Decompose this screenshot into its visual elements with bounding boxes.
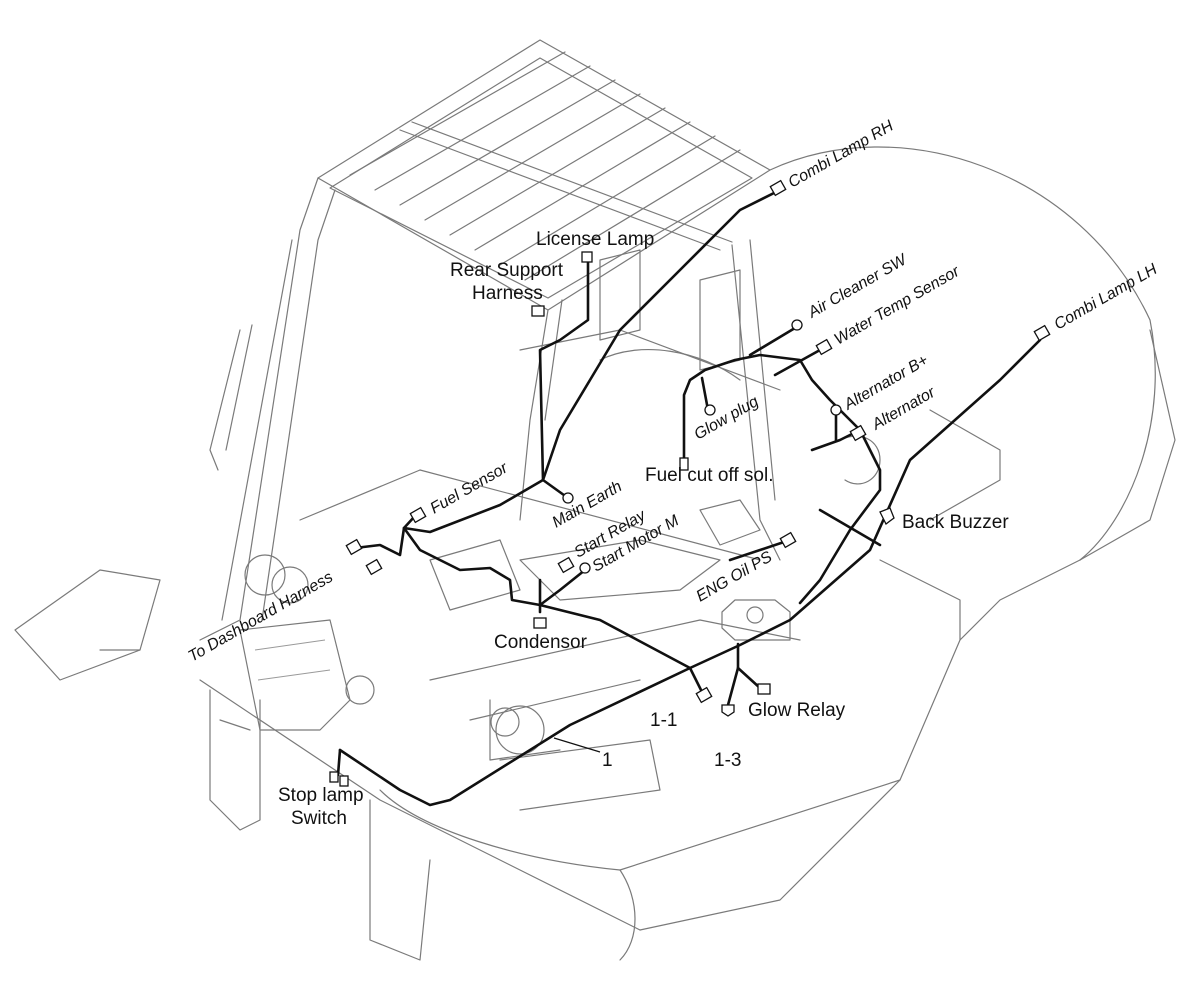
connector-air-cleaner-sw — [791, 319, 803, 331]
connector-glow-plug — [704, 404, 716, 416]
connector-start-motor-m — [579, 562, 591, 574]
label-stop-lamp-1: Stop lamp — [278, 785, 364, 806]
connector-license-lamp — [581, 251, 593, 263]
label-fuel-sensor: Fuel Sensor — [428, 459, 512, 517]
connector-1-1 — [695, 686, 713, 704]
connector-1-3 — [721, 704, 735, 717]
connector-dashboard-harness-b — [365, 558, 383, 576]
label-ref-1: 1 — [602, 750, 613, 771]
label-water-temp-sensor: Water Temp Sensor — [832, 263, 964, 349]
label-to-dashboard-harness: To Dashboard Harness — [186, 569, 336, 666]
label-condensor: Condensor — [494, 632, 588, 653]
label-combi-lamp-rh: Combi Lamp RH — [786, 117, 897, 191]
label-stop-lamp-2: Switch — [291, 808, 347, 829]
label-ref-1-1: 1-1 — [650, 710, 677, 731]
connector-combi-lamp-rh — [769, 179, 787, 197]
connectors — [329, 179, 1051, 787]
connector-start-relay — [557, 556, 575, 574]
label-combi-lamp-lh: Combi Lamp LH — [1052, 261, 1161, 334]
vehicle-frame — [14, 39, 1176, 961]
connector-stop-lamp-switch-b — [339, 775, 349, 787]
connector-fuel-sensor — [409, 506, 427, 524]
connector-back-buzzer — [879, 507, 895, 525]
connector-rear-support-harness — [531, 305, 545, 317]
label-rear-support-2: Harness — [472, 283, 543, 304]
connector-alternator-b-plus — [830, 404, 842, 416]
label-back-buzzer: Back Buzzer — [902, 512, 1009, 533]
leader-lines — [553, 737, 601, 753]
connector-main-earth — [562, 492, 574, 504]
connector-alternator — [849, 424, 867, 442]
connector-eng-oil-ps — [779, 531, 797, 549]
connector-fuel-cut-off-sol — [679, 457, 689, 471]
connector-water-temp-sensor — [815, 338, 833, 356]
label-rear-support-1: Rear Support — [450, 260, 564, 281]
connector-condensor — [533, 617, 547, 629]
label-fuel-cut-off-sol: Fuel cut off sol. — [645, 465, 774, 486]
wire-harness — [336, 188, 1042, 807]
connector-glow-relay — [757, 683, 771, 695]
label-ref-1-3: 1-3 — [714, 750, 741, 771]
label-glow-relay: Glow Relay — [748, 700, 846, 721]
connector-dashboard-harness-a — [345, 538, 363, 556]
connector-stop-lamp-switch — [329, 771, 339, 783]
label-license-lamp: License Lamp — [536, 229, 654, 250]
connector-combi-lamp-lh — [1033, 324, 1051, 342]
